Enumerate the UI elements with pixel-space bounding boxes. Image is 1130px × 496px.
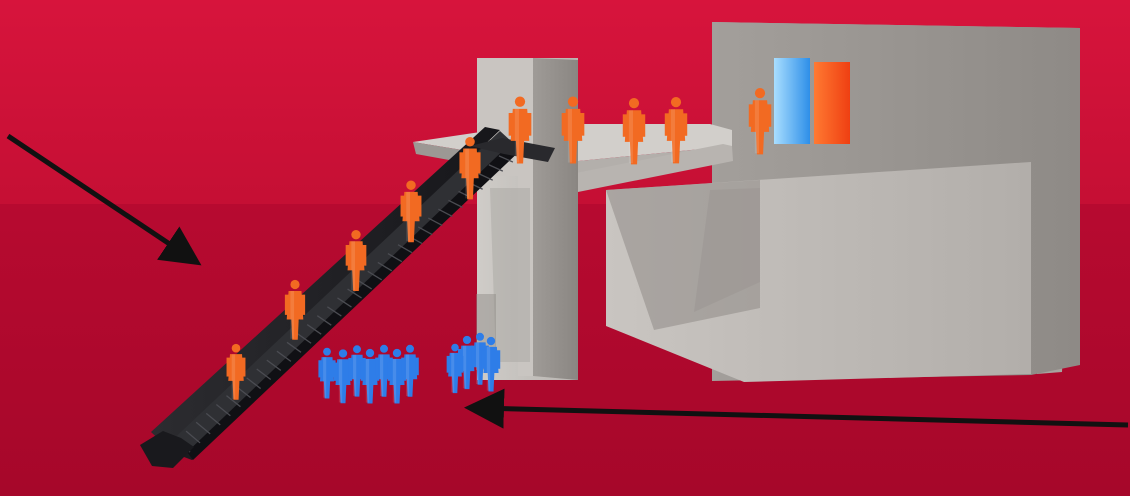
person-highlight bbox=[465, 148, 469, 198]
person-arm-left bbox=[227, 358, 230, 377]
person-arm-left bbox=[401, 358, 404, 376]
person-highlight bbox=[323, 357, 326, 398]
person-arm-right bbox=[418, 196, 422, 217]
person-highlight bbox=[353, 355, 356, 396]
person-arm-left bbox=[623, 114, 627, 136]
person-arm-right bbox=[242, 358, 245, 377]
person-highlight bbox=[755, 100, 759, 153]
person-highlight bbox=[406, 192, 410, 241]
door-orange bbox=[814, 62, 850, 144]
person-arm-right bbox=[460, 356, 463, 373]
person-arm-left bbox=[482, 350, 485, 368]
person-head bbox=[290, 280, 299, 289]
person-arm-left bbox=[334, 363, 337, 381]
person-head bbox=[465, 137, 475, 147]
person-arm-right bbox=[580, 113, 584, 136]
person-arm-left bbox=[459, 152, 463, 173]
person-head bbox=[323, 348, 331, 356]
concrete-pillar bbox=[476, 58, 578, 380]
person-arm-right bbox=[683, 113, 687, 135]
person-head bbox=[755, 88, 765, 98]
person-arm-left bbox=[401, 196, 405, 217]
person-head bbox=[406, 345, 414, 353]
person-highlight bbox=[406, 354, 409, 396]
person-head bbox=[515, 97, 525, 107]
person-arm-left bbox=[562, 113, 566, 136]
person-arm-left bbox=[318, 360, 321, 377]
person-head bbox=[671, 97, 681, 107]
person-arm-left bbox=[375, 358, 378, 376]
person-highlight bbox=[629, 110, 633, 163]
person-arm-left bbox=[348, 358, 351, 375]
person-arm-left bbox=[749, 104, 753, 126]
person-highlight bbox=[671, 109, 675, 162]
person-head bbox=[393, 349, 401, 357]
person-arm-right bbox=[301, 295, 305, 315]
person-highlight bbox=[487, 347, 490, 391]
person-highlight bbox=[393, 359, 396, 403]
person-highlight bbox=[476, 342, 479, 384]
person-arm-right bbox=[363, 245, 367, 266]
person-arm-left bbox=[346, 245, 350, 266]
person-highlight bbox=[380, 354, 383, 396]
person-head bbox=[353, 345, 361, 353]
person-highlight bbox=[290, 291, 294, 339]
person-highlight bbox=[463, 346, 466, 389]
person-highlight bbox=[351, 241, 355, 290]
person-arm-left bbox=[285, 295, 289, 315]
person-arm-left bbox=[471, 346, 474, 364]
person-highlight bbox=[232, 354, 235, 399]
person-head bbox=[232, 344, 241, 353]
person-arm-left bbox=[509, 113, 513, 136]
door-blue bbox=[774, 58, 810, 144]
person-arm-right bbox=[477, 152, 481, 173]
person-highlight bbox=[515, 109, 519, 163]
person-highlight bbox=[339, 359, 342, 402]
person-arm-right bbox=[527, 113, 531, 136]
person-arm-left bbox=[388, 362, 391, 380]
person-head bbox=[339, 349, 347, 357]
person-head bbox=[451, 344, 459, 352]
person-arm-left bbox=[361, 362, 364, 380]
person-arm-right bbox=[416, 358, 419, 376]
person-arm-right bbox=[641, 114, 645, 136]
person-highlight bbox=[451, 353, 454, 393]
person-head bbox=[351, 230, 360, 239]
person-arm-left bbox=[447, 356, 450, 373]
person-head bbox=[476, 333, 484, 341]
person-head bbox=[463, 336, 471, 344]
person-arm-right bbox=[767, 104, 771, 126]
person-head bbox=[366, 349, 374, 357]
person-head bbox=[380, 345, 388, 353]
person-highlight bbox=[366, 359, 369, 403]
person-arm-left bbox=[665, 113, 669, 135]
person-arm-right bbox=[497, 350, 500, 368]
person-highlight bbox=[568, 109, 572, 163]
person-head bbox=[487, 337, 495, 345]
person-head bbox=[568, 97, 578, 107]
person-head bbox=[629, 98, 639, 108]
person-head bbox=[406, 180, 416, 190]
